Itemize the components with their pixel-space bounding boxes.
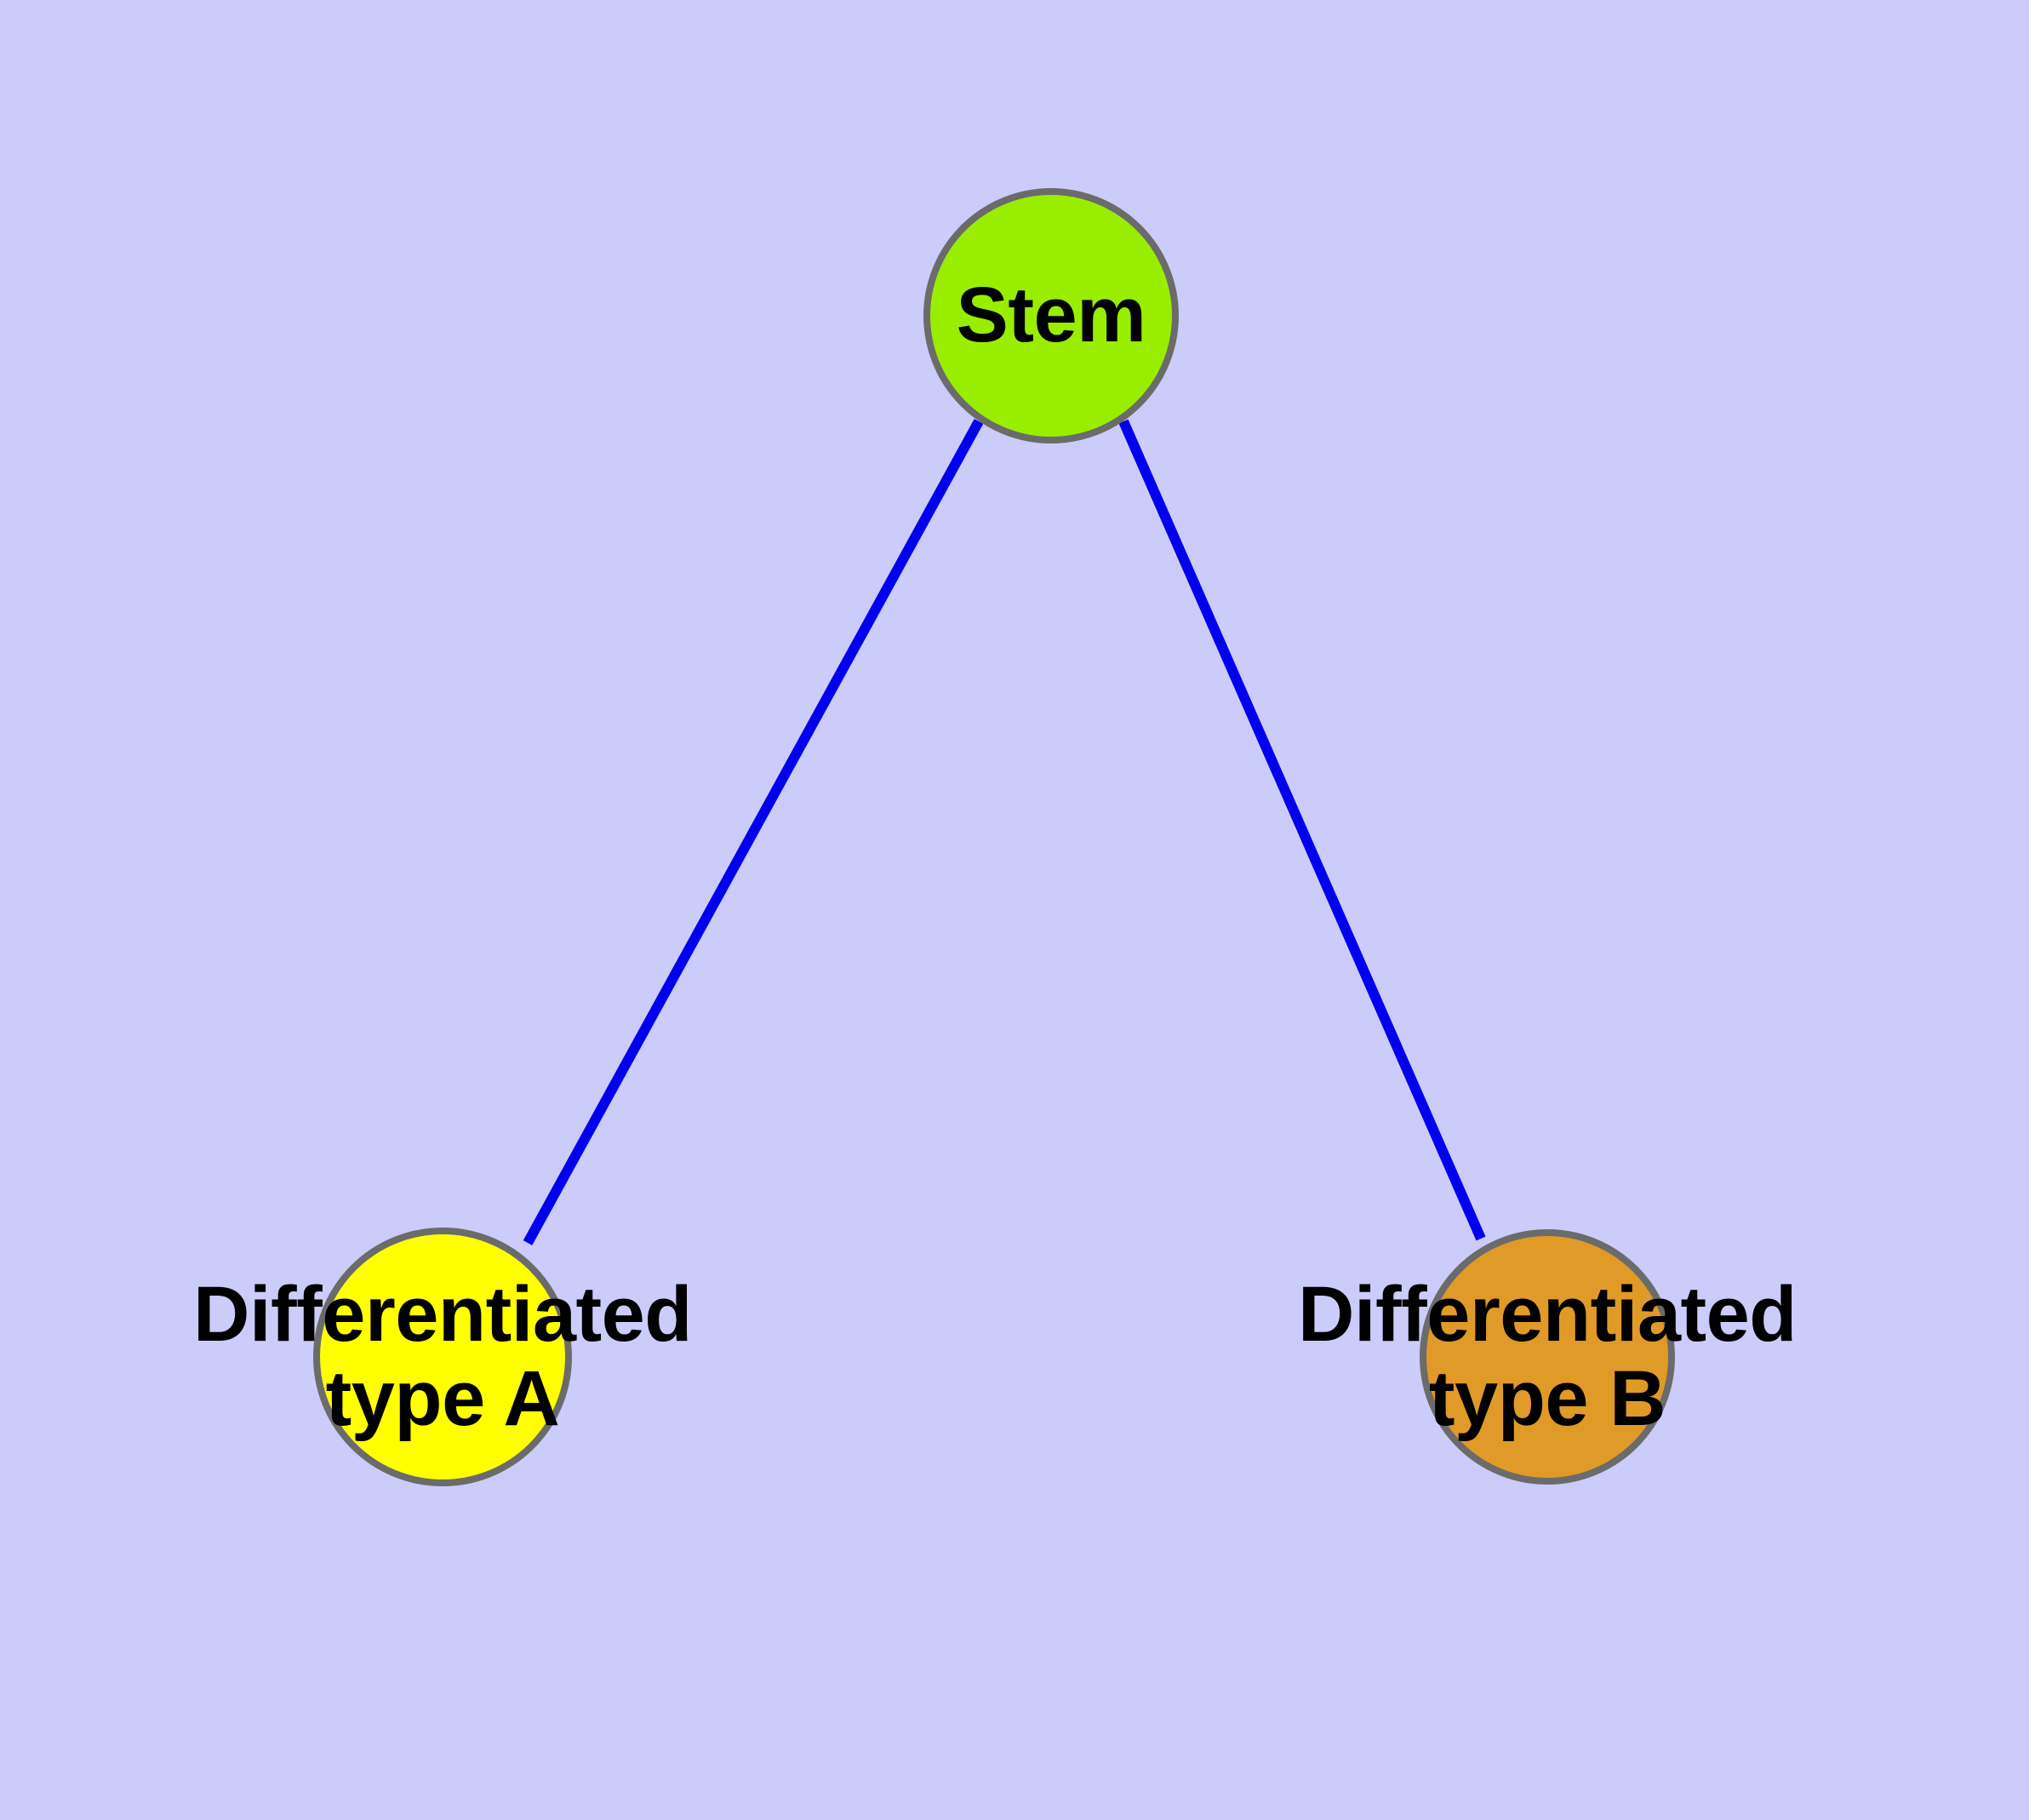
graph-node-stem[interactable] (923, 188, 1179, 444)
edge-stem-to-diff_a (523, 419, 984, 1245)
edge-stem-to-diff_b (1118, 419, 1486, 1241)
graph-node-diff_b[interactable] (1420, 1229, 1675, 1485)
graph-node-diff_a[interactable] (313, 1228, 572, 1486)
edges-group (523, 419, 1486, 1245)
